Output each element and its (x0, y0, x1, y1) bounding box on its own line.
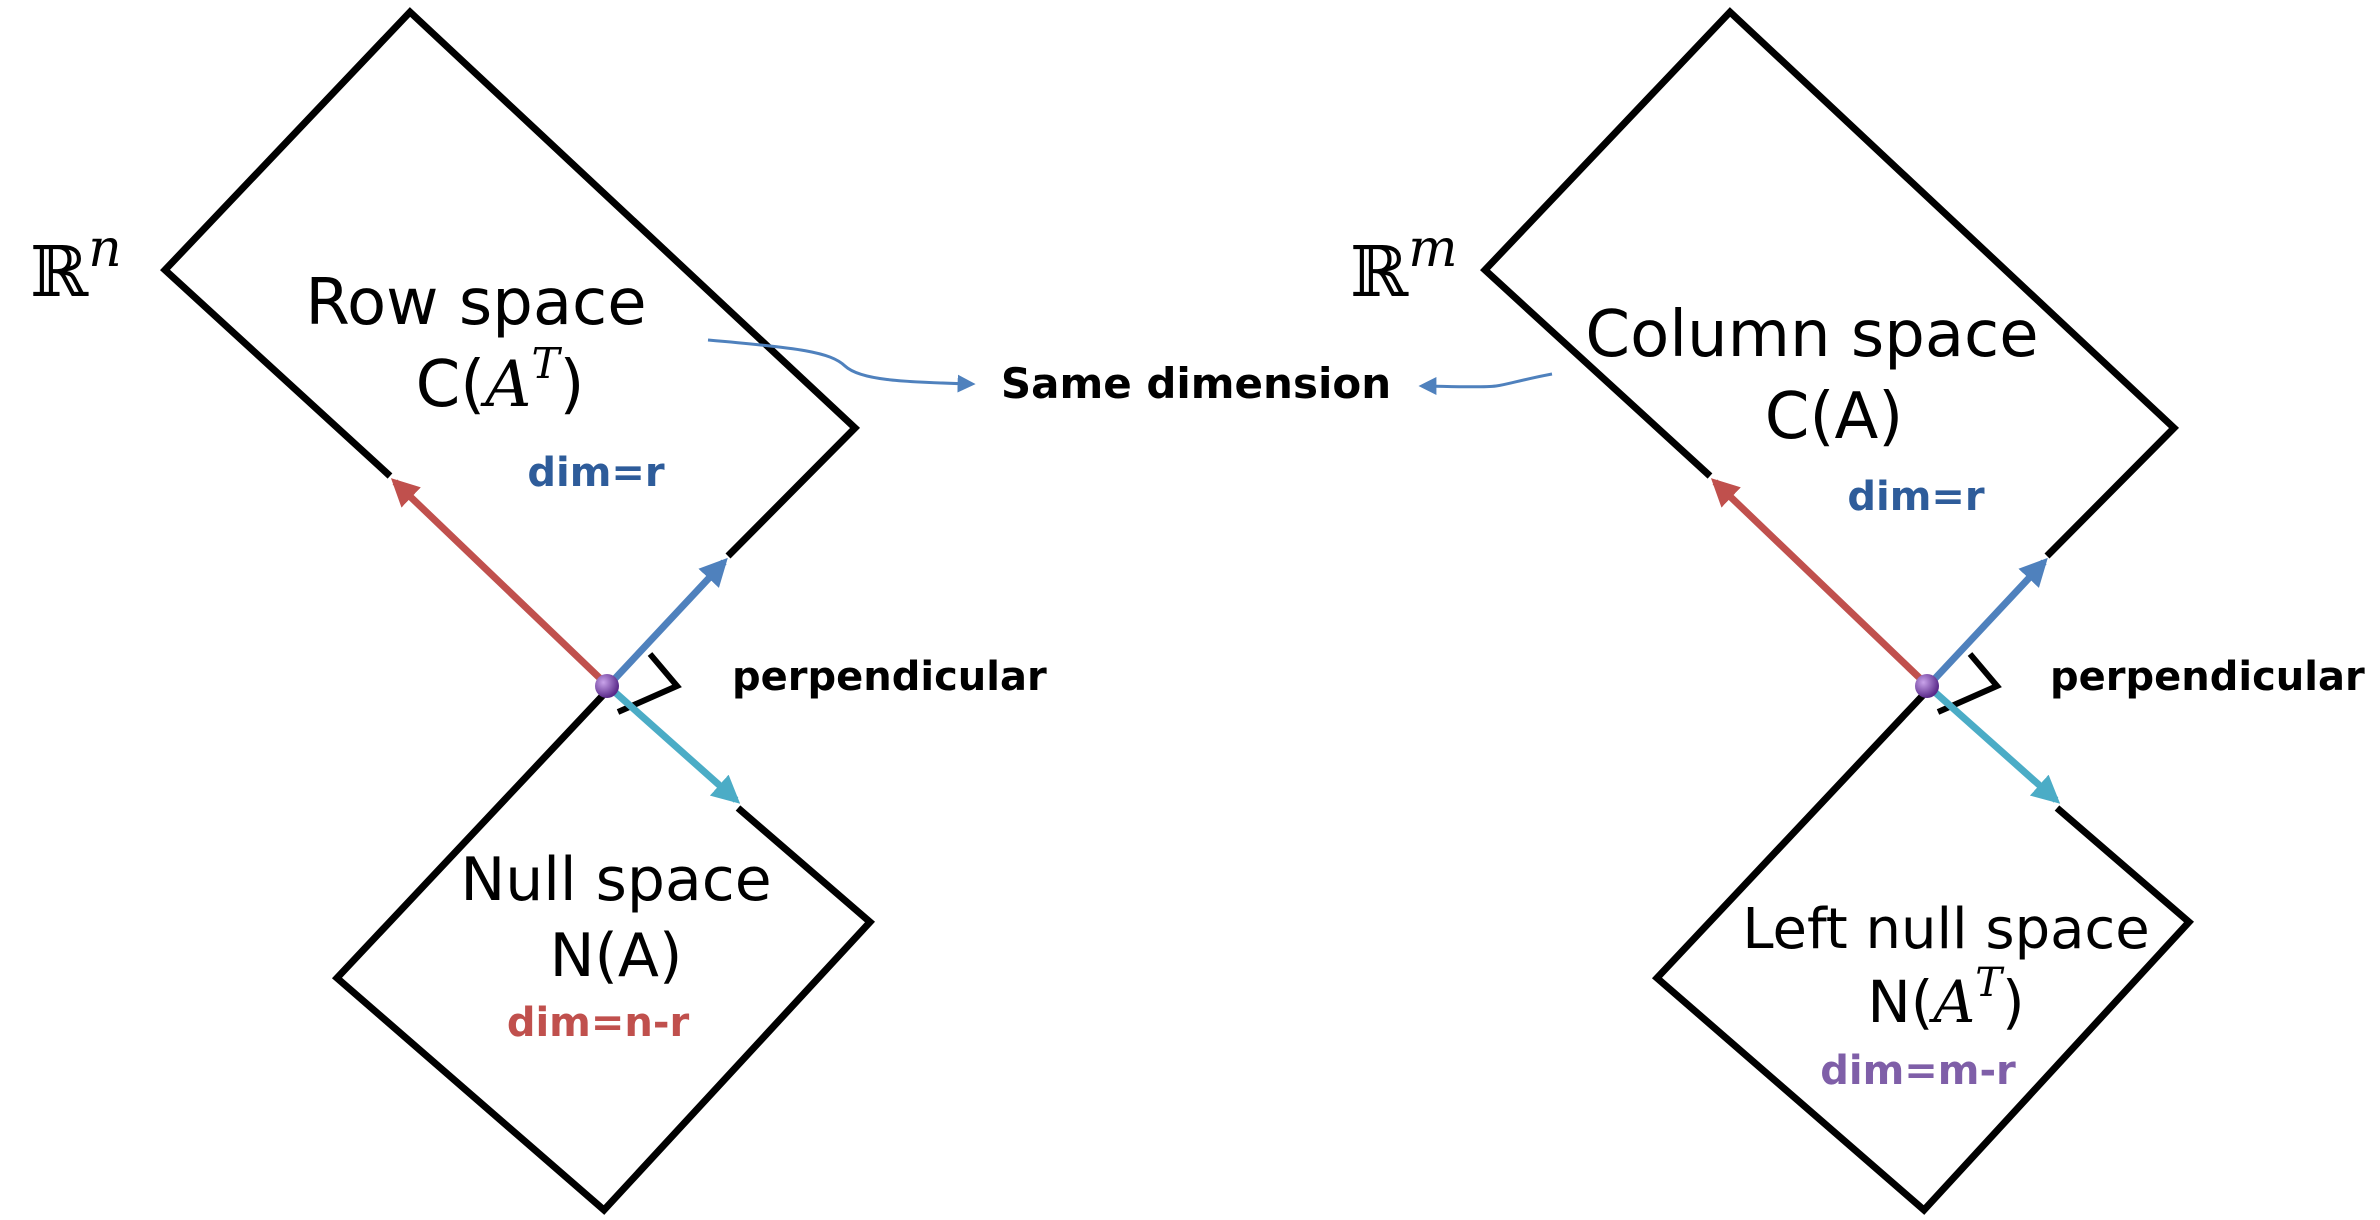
left-perpendicular-label: perpendicular (732, 654, 1047, 700)
space-rn-label: ℝn (30, 219, 122, 313)
row-vector-arrow (390, 478, 611, 689)
left-null-vector-arrow (1925, 683, 2061, 804)
left-null-space-diamond (1651, 689, 2195, 1215)
right-angle-marker-right (1936, 652, 2002, 715)
left-null-space-title: Left null space (1742, 897, 2149, 962)
row-space-title: Row space (305, 266, 646, 340)
column-vector-arrow-right (1925, 557, 2048, 689)
null-space-formula: N(A) (550, 921, 683, 991)
right-diagram: ℝm Column space C(A) dim=r Left null spa… (1350, 7, 2365, 1215)
row-space-dim: dim=r (527, 450, 665, 496)
left-null-space-formula: N(AT) (1867, 960, 2024, 1036)
right-connector-arrow (1418, 372, 1553, 396)
column-vector-arrow (605, 557, 728, 689)
null-vector-arrow (605, 683, 741, 804)
space-rm-label: ℝm (1350, 219, 1458, 313)
right-angle-marker (616, 652, 682, 715)
same-dimension-label: Same dimension (1001, 359, 1391, 408)
column-space-dim: dim=r (1847, 474, 1985, 520)
column-space-diamond (1480, 7, 2180, 559)
row-space-formula: C(AT) (416, 339, 585, 422)
column-space-formula: C(A) (1765, 380, 1903, 454)
row-vector-arrow-right (1710, 478, 1931, 689)
null-space-title: Null space (460, 845, 771, 915)
origin-dot (595, 674, 619, 698)
column-space-title: Column space (1585, 298, 2038, 372)
left-diagram: ℝn Row space C(AT) dim=r Null space N(A)… (30, 7, 1047, 1215)
same-dimension-group: Same dimension (707, 338, 1553, 408)
origin-dot-right (1915, 674, 1939, 698)
null-space-diamond (331, 689, 876, 1215)
left-connector-arrow (707, 338, 976, 393)
row-space-diamond (160, 7, 861, 559)
right-perpendicular-label: perpendicular (2050, 654, 2365, 700)
null-space-dim: dim=n-r (507, 1000, 690, 1046)
left-null-space-dim: dim=m-r (1820, 1048, 2016, 1094)
